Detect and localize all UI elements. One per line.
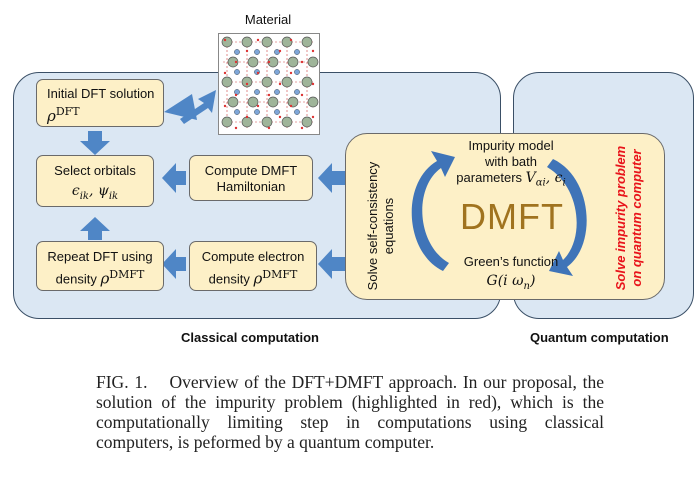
cycle-arrow-right bbox=[547, 159, 587, 276]
figure-number: FIG. 1. bbox=[96, 372, 148, 392]
arrow-dmft-to-density bbox=[318, 249, 345, 279]
repeat-dft-line2: density bbox=[55, 271, 101, 287]
arrow-dmft-to-hamiltonian bbox=[318, 163, 345, 193]
impurity-line2: with bath bbox=[484, 154, 538, 169]
self-consistency-text: Solve self-consistency equations bbox=[365, 151, 401, 301]
initial-dft-sup: DFT bbox=[55, 105, 80, 118]
arrow-initial-to-select bbox=[80, 131, 110, 155]
repeat-dft-rho: ρ bbox=[100, 269, 110, 288]
select-orbitals-psi: , ψ bbox=[88, 183, 109, 199]
repeat-dft-sup: DMFT bbox=[109, 268, 145, 281]
impurity-line1: Impurity model bbox=[468, 138, 554, 153]
crystal-structure-image bbox=[218, 33, 320, 135]
select-orbitals-psi-sub: ik bbox=[108, 190, 119, 202]
impurity-v: V bbox=[525, 170, 536, 186]
figure-caption: FIG. 1.Overview of the DFT+DMFT approach… bbox=[96, 372, 604, 452]
select-orbitals-label: Select orbitals bbox=[54, 163, 136, 178]
arrow-hamiltonian-to-select bbox=[162, 163, 186, 193]
compute-density-line2: density bbox=[208, 271, 254, 287]
compute-density-line1: Compute electron bbox=[201, 249, 305, 264]
impurity-line3: parameters bbox=[456, 170, 526, 185]
self-consistency-line1: Solve self-consistency bbox=[365, 161, 380, 291]
self-consistency-line2: equations bbox=[381, 197, 396, 255]
quantum-computation-label: Quantum computation bbox=[530, 330, 669, 345]
classical-computation-label: Classical computation bbox=[181, 330, 319, 345]
quantum-solve-text: Solve impurity problem on quantum comput… bbox=[613, 133, 649, 303]
repeat-dft-box: Repeat DFT using density ρDMFT bbox=[36, 241, 164, 291]
compute-hamiltonian-box: Compute DMFT Hamiltonian bbox=[189, 155, 313, 201]
figure-caption-text: Overview of the DFT+DMFT approach. In ou… bbox=[96, 372, 605, 452]
compute-hamiltonian-line2: Hamiltonian bbox=[216, 179, 286, 194]
flow-arrows bbox=[80, 90, 345, 279]
greens-g: G(i ω bbox=[486, 273, 524, 289]
dmft-cycle-arrows bbox=[411, 151, 587, 276]
compute-density-box: Compute electron density ρDMFT bbox=[189, 241, 317, 291]
initial-dft-rho: ρ bbox=[47, 107, 56, 125]
compute-density-sup: DMFT bbox=[262, 268, 298, 281]
impurity-model-text: Impurity model with bath parameters Vαi,… bbox=[436, 138, 586, 192]
greens-end: ) bbox=[529, 273, 536, 289]
dmft-box bbox=[345, 133, 665, 300]
quantum-line1: Solve impurity problem bbox=[613, 145, 628, 291]
greens-sub: n bbox=[523, 280, 530, 292]
cycle-arrow-left bbox=[411, 151, 455, 271]
arrow-density-to-repeat bbox=[162, 249, 186, 279]
repeat-dft-line1: Repeat DFT using bbox=[47, 249, 153, 264]
impurity-epsilon-sub: i bbox=[562, 177, 566, 189]
arrow-repeat-to-select bbox=[80, 217, 110, 240]
impurity-v-sub: αi bbox=[535, 177, 546, 189]
compute-density-rho: ρ bbox=[253, 269, 263, 288]
compute-hamiltonian-line1: Compute DMFT bbox=[204, 163, 298, 178]
greens-line1: Green’s function bbox=[463, 254, 559, 269]
material-label: Material bbox=[244, 12, 292, 27]
arrow-material-to-initial-head bbox=[164, 94, 197, 120]
initial-dft-label: Initial DFT solution bbox=[47, 86, 155, 101]
initial-dft-box: Initial DFT solution ρDFT bbox=[36, 79, 164, 127]
impurity-epsilon: , ϵ bbox=[545, 170, 563, 186]
select-orbitals-box: Select orbitals ϵik, ψik bbox=[36, 155, 154, 207]
greens-function-text: Green’s function G(i ωn) bbox=[436, 254, 586, 295]
select-orbitals-epsilon-sub: ik bbox=[79, 190, 89, 202]
select-orbitals-epsilon: ϵ bbox=[71, 183, 80, 199]
quantum-line2: on quantum computer bbox=[629, 149, 644, 287]
dmft-title: DMFT bbox=[460, 196, 564, 237]
